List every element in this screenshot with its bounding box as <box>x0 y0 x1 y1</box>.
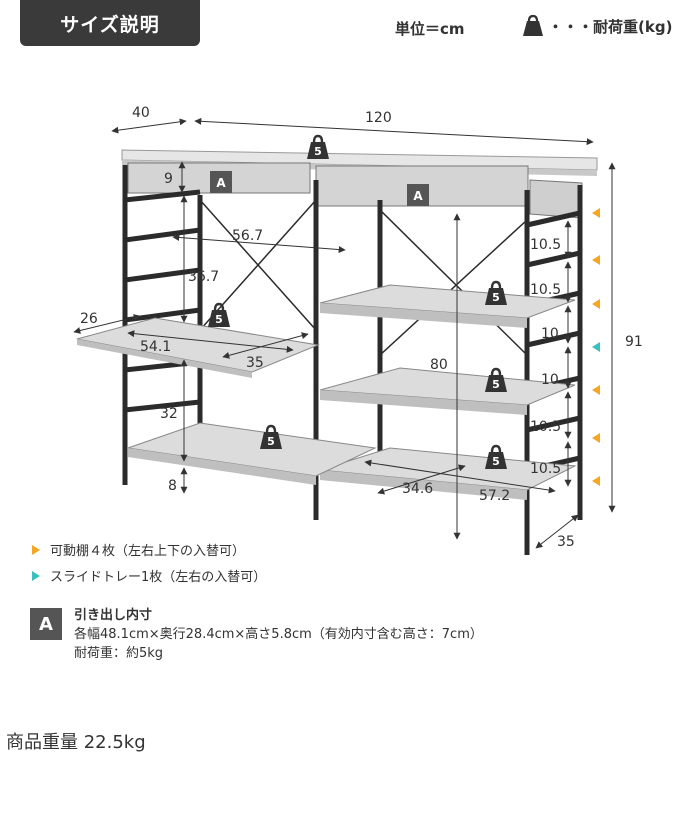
dim-shelf-step-1: 10.5 <box>530 237 561 253</box>
orange-triangle-icon <box>32 544 40 555</box>
dim-shelf-step-5: 10.5 <box>530 419 561 435</box>
dim-depth-top: 40 <box>132 105 150 121</box>
drawer-info-title: 引き出し内寸 <box>74 608 153 623</box>
unit-label: 単位＝cm <box>395 20 465 38</box>
weight-icon-shelf-middle: 5 <box>484 367 508 393</box>
dim-tray-depth: 26 <box>80 311 98 327</box>
drawer-info: 引き出し内寸 各幅48.1cm×奥行28.4cm×高さ5.8cm（有効内寸含む高… <box>74 606 483 663</box>
dim-shelf-step-4: 10 <box>541 372 559 388</box>
dim-tray-inner: 35 <box>246 355 264 371</box>
shelf-middle <box>319 367 576 415</box>
dim-foot: 8 <box>168 478 177 494</box>
legend-movable-text: 可動棚４枚（左右上下の入替可） <box>50 544 246 559</box>
weight-icon-tray: 5 <box>207 302 231 328</box>
legend-slide-tray: スライドトレー1枚（左右の入替可） <box>32 566 266 585</box>
movable-indicators <box>592 208 600 486</box>
dim-bottom-inner: 34.6 <box>402 481 433 497</box>
dim-bottom-width: 57.2 <box>479 488 510 504</box>
weight-icon-left-bottom: 5 <box>259 424 283 450</box>
dim-shelf-step-6: 10.5 <box>530 461 561 477</box>
drawer-tag-right: A <box>407 184 429 206</box>
dim-bottom-depth: 35 <box>557 534 575 550</box>
legend-slide-tray-text: スライドトレー1枚（左右の入替可） <box>50 570 267 585</box>
weight-tray-label: 5 <box>215 313 223 326</box>
weight-top-label: 5 <box>314 145 322 158</box>
load-legend: ・・・耐荷重(kg) <box>522 14 672 38</box>
load-legend-text: ・・・耐荷重(kg) <box>548 17 673 36</box>
teal-triangle-icon <box>32 570 40 581</box>
dim-width-top: 120 <box>365 110 392 126</box>
dim-right-height: 80 <box>430 357 448 373</box>
weight-shelf-bottom-label: 5 <box>492 455 500 468</box>
page-title: サイズ説明 <box>20 0 200 46</box>
weight-icon <box>523 14 543 36</box>
drawer-tag-right-label: A <box>413 189 423 203</box>
weight-icon-top: 5 <box>306 134 330 160</box>
dim-inner-width: 56.7 <box>232 228 263 244</box>
dim-side-gap: 36.7 <box>188 269 219 285</box>
dimension-lines <box>73 117 616 549</box>
cross-braces <box>199 199 528 356</box>
drawer-tag-left: A <box>210 171 232 193</box>
shelf-bottom-left <box>127 422 377 485</box>
weight-icon-shelf-bottom: 5 <box>484 444 508 470</box>
drawer-info-load: 耐荷重：約5kg <box>74 646 164 661</box>
dim-shelf-step-2: 10.5 <box>530 282 561 298</box>
dim-shelf-step-3: 10 <box>541 326 559 342</box>
drawer-tag-left-label: A <box>216 176 226 190</box>
dim-lower-gap: 32 <box>160 406 178 422</box>
legend-movable: 可動棚４枚（左右上下の入替可） <box>32 540 245 559</box>
dim-tray-width: 54.1 <box>140 339 171 355</box>
shelf-diagram: 40 120 91 9 56.7 36.7 26 54.1 35 80 32 8… <box>73 105 643 555</box>
weight-left-bottom-label: 5 <box>267 435 275 448</box>
dim-height-total: 91 <box>625 334 643 350</box>
drawer-info-dims: 各幅48.1cm×奥行28.4cm×高さ5.8cm（有効内寸含む高さ：7cm） <box>74 627 483 642</box>
weight-shelf-middle-label: 5 <box>492 378 500 391</box>
product-weight: 商品重量 22.5kg <box>6 732 146 753</box>
drawer-badge: A <box>30 608 62 640</box>
dim-drawer-height: 9 <box>164 171 173 187</box>
weight-icon-shelf-upper: 5 <box>484 280 508 306</box>
weight-shelf-upper-label: 5 <box>492 291 500 304</box>
